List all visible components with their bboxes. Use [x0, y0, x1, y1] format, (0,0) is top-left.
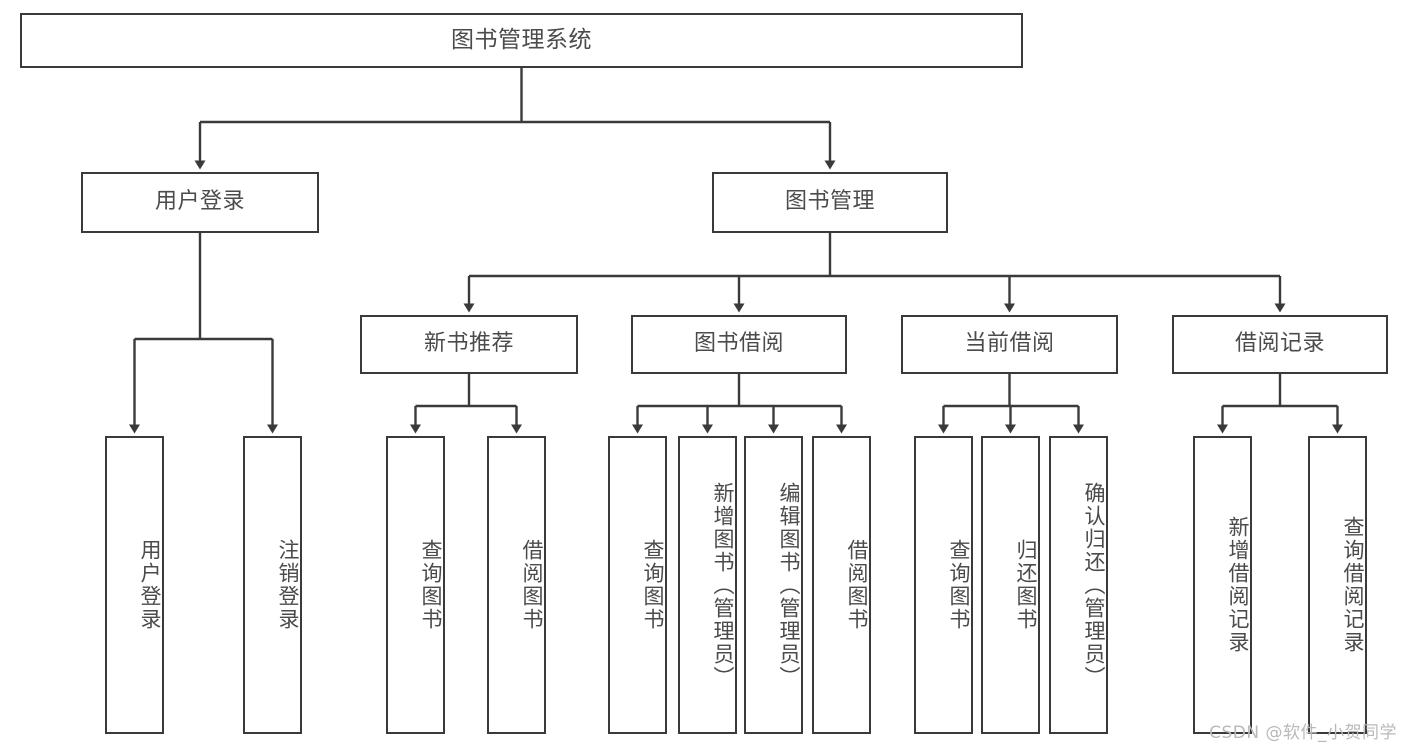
node-leaf-rc-query[interactable]: 查询借阅记录 — [1308, 436, 1367, 734]
node-label: 当前借阅 — [964, 331, 1055, 357]
node-label: 借阅图书 — [520, 539, 544, 631]
node-label: 新书推荐 — [423, 331, 514, 357]
node-root[interactable]: 图书管理系统 — [20, 13, 1023, 68]
node-leaf-cu-return[interactable]: 归还图书 — [981, 436, 1040, 734]
node-records[interactable]: 借阅记录 — [1172, 315, 1388, 374]
node-leaf-bo-edit[interactable]: 编辑图书（管理员） — [744, 436, 803, 734]
node-label: 图书借阅 — [693, 331, 784, 357]
node-leaf-bo-query[interactable]: 查询图书 — [608, 436, 667, 734]
node-label: 用户登录 — [154, 189, 245, 215]
node-label: 新增图书（管理员） — [711, 481, 735, 689]
node-label: 图书管理系统 — [451, 26, 592, 53]
node-leaf-logout[interactable]: 注销登录 — [243, 436, 302, 734]
node-leaf-userlogin[interactable]: 用户登录 — [105, 436, 164, 734]
node-label: 编辑图书（管理员） — [777, 481, 801, 689]
node-label: 借阅图书 — [845, 539, 869, 631]
node-leaf-bo-add[interactable]: 新增图书（管理员） — [678, 436, 737, 734]
watermark: CSDN @软件_小贺同学 — [1209, 723, 1397, 743]
node-label: 确认归还（管理员） — [1082, 481, 1106, 689]
node-label: 新增借阅记录 — [1226, 516, 1250, 654]
node-label: 用户登录 — [138, 539, 162, 631]
node-leaf-nb-borrow[interactable]: 借阅图书 — [487, 436, 546, 734]
node-label: 查询图书 — [947, 539, 971, 631]
node-label: 查询图书 — [419, 539, 443, 631]
node-current[interactable]: 当前借阅 — [901, 315, 1118, 374]
node-newbook[interactable]: 新书推荐 — [360, 315, 578, 374]
node-bookmgmt[interactable]: 图书管理 — [712, 172, 948, 233]
node-leaf-bo-borrow[interactable]: 借阅图书 — [812, 436, 871, 734]
node-label: 注销登录 — [276, 539, 300, 631]
node-leaf-nb-query[interactable]: 查询图书 — [386, 436, 445, 734]
node-borrow[interactable]: 图书借阅 — [631, 315, 847, 374]
node-leaf-rc-add[interactable]: 新增借阅记录 — [1193, 436, 1252, 734]
node-leaf-cu-query[interactable]: 查询图书 — [914, 436, 973, 734]
node-leaf-cu-confirm[interactable]: 确认归还（管理员） — [1049, 436, 1108, 734]
node-label: 归还图书 — [1014, 539, 1038, 631]
node-login[interactable]: 用户登录 — [81, 172, 319, 233]
node-label: 借阅记录 — [1234, 331, 1325, 357]
node-label: 图书管理 — [784, 189, 875, 215]
node-label: 查询借阅记录 — [1341, 516, 1365, 654]
node-label: 查询图书 — [641, 539, 665, 631]
